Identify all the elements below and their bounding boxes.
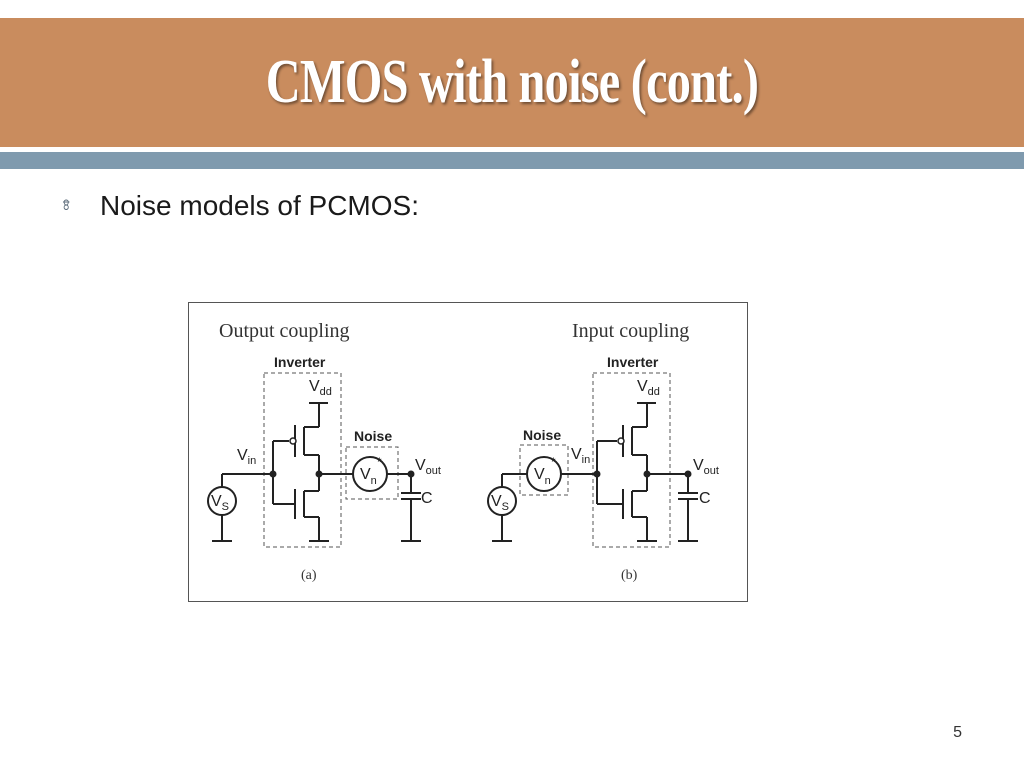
right-caption: (b) <box>621 568 638 583</box>
right-cap-label: C <box>699 490 711 507</box>
right-noise-label: Noise <box>523 427 561 443</box>
circuit-figure: Output coupling (a) Inverter Noise Vdd V… <box>188 302 748 602</box>
left-vin-label: Vin <box>237 447 256 467</box>
left-vs-label: VS <box>211 493 229 513</box>
inverter-box-left <box>263 372 342 548</box>
title-rule <box>0 152 1024 169</box>
title-rule-gap <box>0 147 1024 152</box>
right-inverter-label: Inverter <box>607 354 659 370</box>
left-vn-star: * <box>377 455 382 469</box>
left-vdd-label: Vdd <box>309 378 332 398</box>
bullet-item: ꗉ Noise models of PCMOS: <box>62 190 419 222</box>
circuit-diagram: Output coupling (a) Inverter Noise Vdd V… <box>207 320 719 583</box>
right-vn-label: Vn <box>534 466 551 487</box>
title-band: CMOS with noise (cont.) <box>0 18 1024 147</box>
left-vn-label: Vn <box>360 466 377 487</box>
bullet-icon: ꗉ <box>62 198 71 214</box>
right-vn-star: * <box>551 455 556 469</box>
left-cap-label: C <box>421 490 433 507</box>
page-number: 5 <box>953 724 962 741</box>
right-vs-label: VS <box>491 493 509 513</box>
left-caption: (a) <box>301 568 317 583</box>
slide-title: CMOS with noise (cont.) <box>265 48 759 116</box>
left-noise-label: Noise <box>354 428 392 444</box>
bullet-text: Noise models of PCMOS: <box>100 190 419 221</box>
right-vdd-label: Vdd <box>637 378 660 398</box>
noise-box-right <box>519 444 569 496</box>
left-heading: Output coupling <box>219 320 350 342</box>
right-vin-label: Vin <box>571 446 590 466</box>
left-inverter-label: Inverter <box>274 354 326 370</box>
right-vout-label: Vout <box>693 457 719 477</box>
inverter-box-right <box>592 372 671 548</box>
right-heading: Input coupling <box>572 320 689 342</box>
left-vout-label: Vout <box>415 457 441 477</box>
